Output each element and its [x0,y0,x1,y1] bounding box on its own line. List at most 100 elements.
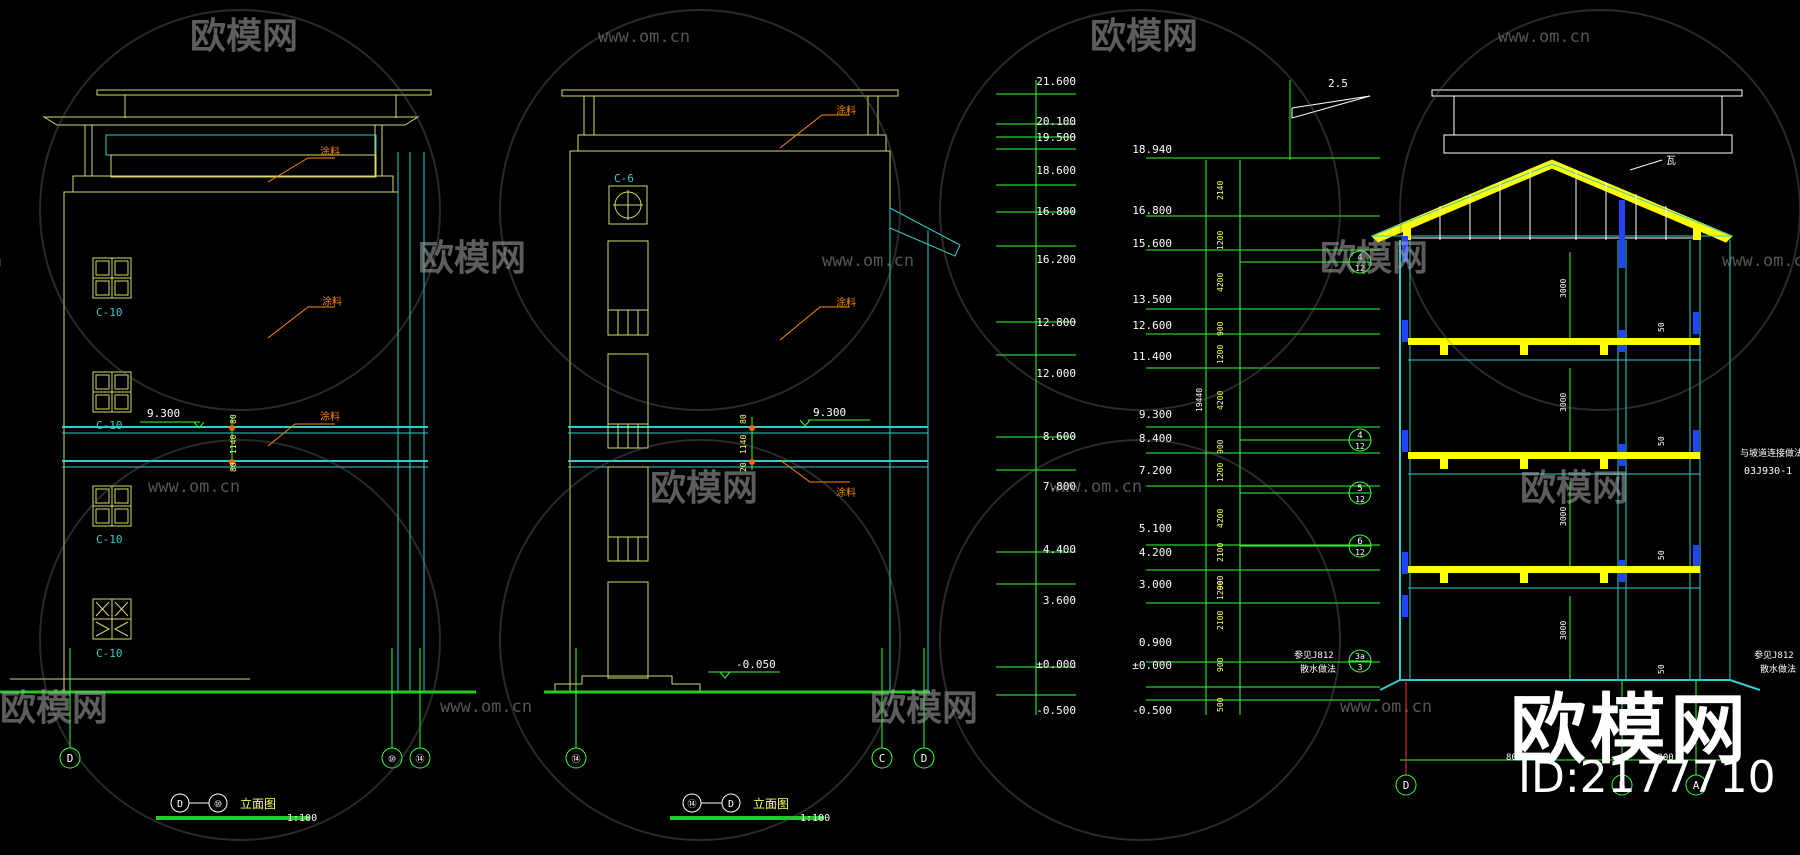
window-c10-2 [92,371,132,413]
section-dim: 2140 [1216,181,1225,200]
section-dim: 1200 [1216,345,1225,364]
section-dim: 1200 [1216,463,1225,482]
window-c10-3 [92,485,132,527]
elevation-label: 19.500 [1036,131,1076,144]
section-note: 03J930-1 [1744,466,1792,477]
watermark-brand: 欧模网 [650,468,758,509]
floor-small: 50 [1657,550,1666,560]
floor-dim: 3000 [1559,393,1568,412]
floor-dim: 3000 [1559,621,1568,640]
section-dim: 4200 [1216,273,1225,292]
floor-small: 50 [1657,436,1666,446]
section-level: 4.200 [1139,546,1172,559]
material-tag: 涂料 [320,145,340,158]
building-section [1371,89,1761,796]
drawing-scale: 1:100 [800,813,830,824]
elevation-label: 12.800 [1036,316,1076,329]
material-tag: 涂料 [320,410,340,423]
watermark-brand: 欧模网 [418,238,526,279]
section-dim: 1200 [1216,581,1225,600]
axis-bubble-14 [409,747,431,769]
section-note: 参见J812 [1754,649,1794,661]
watermark-brand: 欧模网 [1090,16,1198,57]
section-level: 9.300 [1139,408,1172,421]
title-axis-left: D [177,799,183,810]
axis-bubble-d-left [59,747,81,769]
watermark-brand: 欧模网 [870,688,978,729]
watermark-brand: 欧模网 [1320,238,1428,279]
watermark-url: www.om.cn [148,477,240,497]
title-axis-right: D [728,799,734,810]
title-axis-right: ⑩ [214,800,222,810]
window-tag: C-10 [96,647,123,660]
callout-top: 6 [1357,537,1362,547]
watermark-brand: 欧模网 [190,16,298,57]
section-level: 8.400 [1139,432,1172,445]
elevation-label: 18.600 [1036,164,1076,177]
floor-dim: 3000 [1559,507,1568,526]
elevation-label: 16.800 [1036,205,1076,218]
dim-label: 20 [739,462,748,472]
stair-window-1 [607,240,649,336]
material-tag: 涂料 [836,486,856,499]
side-canopy [889,207,961,257]
watermark-brand: 欧模网 [0,688,108,729]
callout-bottom: 12 [1355,442,1365,451]
elevation-label: 7.800 [1043,480,1076,493]
axis-label: ⑭ [415,754,424,765]
section-total-dim: 19440 [1195,388,1204,412]
section-dim: 4200 [1216,509,1225,528]
section-level: -0.500 [1132,704,1172,717]
drawing-scale: 1:100 [287,813,317,824]
section-level: 11.400 [1132,350,1172,363]
section-level: 18.940 [1132,143,1172,156]
roof-canopy-lower [42,116,420,126]
section-note: 参见J812 [1294,649,1334,661]
watermark-url: www.om.cn [1722,251,1800,271]
drawing-title: 立面图 [753,796,789,811]
section-level: 5.100 [1139,522,1172,535]
material-leader-1 [267,157,335,183]
watermark-url: www.om.cn [440,697,532,717]
callout-top: 4 [1357,431,1362,441]
section-level: 3.000 [1139,578,1172,591]
elevation-label: 16.200 [1036,253,1076,266]
axis-label: D [921,752,928,765]
elevation-marker-column [996,80,1076,715]
callout-bottom: 3 [1358,663,1363,672]
watermark-url: www.om.cn [822,251,914,271]
section-level: 0.900 [1139,636,1172,649]
axis-label: C [879,752,886,765]
material-tag: 涂料 [836,296,856,309]
callout-bottom: 12 [1355,495,1365,504]
material-tag: 涂料 [322,295,342,308]
section-dim: 2100 [1216,543,1225,562]
floor-small: 50 [1657,664,1666,674]
elevation-label: 21.600 [1036,75,1076,88]
watermark-url: www.om.cn [1498,27,1590,47]
section-level: 15.600 [1132,237,1172,250]
axis-label: B [1619,779,1626,792]
section-dimension-column [1146,80,1380,715]
image-id-watermark: ID:2177710 [1518,752,1776,803]
elevation-label: 3.600 [1043,594,1076,607]
section-dim: 900 [1216,439,1225,454]
section-level: 7.200 [1139,464,1172,477]
elevation-label: ±0.000 [1036,658,1076,671]
section-dim: 1200 [1216,231,1225,250]
dim-label: 80 [229,462,238,472]
vent-window-c6 [608,185,648,225]
left-elevation [0,89,476,820]
callout-bottom: 12 [1355,264,1365,273]
section-dim: 4200 [1216,391,1225,410]
center-elevation [544,89,961,820]
section-level: 12.600 [1132,319,1172,332]
floor-slabs [1408,338,1700,583]
watermark-url: www.om.cn [598,27,690,47]
window-tag: C-10 [96,533,123,546]
window-tag: C-10 [96,306,123,319]
section-dim: 900 [1216,575,1225,590]
callout-top: 5 [1357,484,1362,494]
material-tag: 涂料 [836,104,856,117]
parapet [72,175,394,193]
